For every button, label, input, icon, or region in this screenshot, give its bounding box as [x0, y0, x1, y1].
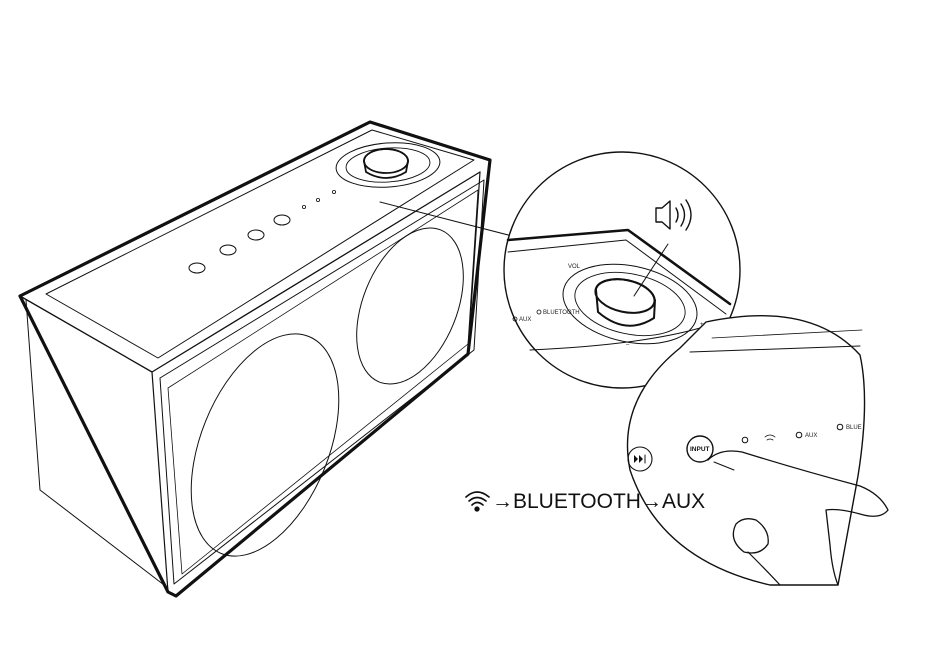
bluetooth-label-zoom1: BLUETOOTH	[543, 310, 580, 316]
input-button-label: INPUT	[690, 446, 710, 453]
button-2[interactable]	[220, 245, 236, 255]
aux-label-zoom2: AUX	[805, 433, 817, 439]
caption-arrow-2: →	[641, 490, 662, 513]
volume-knob-small[interactable]	[335, 139, 442, 190]
power-button[interactable]	[189, 263, 205, 273]
button-3[interactable]	[248, 230, 264, 240]
caption-arrow-1: →	[492, 490, 513, 513]
input-button-small[interactable]	[274, 215, 290, 225]
vol-label: VOL	[568, 264, 581, 270]
wifi-icon	[466, 492, 489, 511]
caption-aux: AUX	[662, 490, 705, 513]
plus-label: +	[700, 322, 704, 328]
speaker-body	[20, 122, 490, 596]
input-cycle-caption: →BLUETOOTH→AUX	[492, 490, 705, 513]
aux-indicator-small	[316, 198, 319, 201]
bluetooth-label-zoom2: BLUE	[846, 425, 862, 431]
caption-bluetooth: BLUETOOTH	[513, 490, 641, 513]
wifi-indicator-small	[302, 205, 305, 208]
woofer-left	[162, 313, 368, 578]
bluetooth-indicator-small	[332, 190, 335, 193]
woofer-right	[336, 212, 485, 399]
aux-label-zoom1: AUX	[519, 317, 531, 323]
